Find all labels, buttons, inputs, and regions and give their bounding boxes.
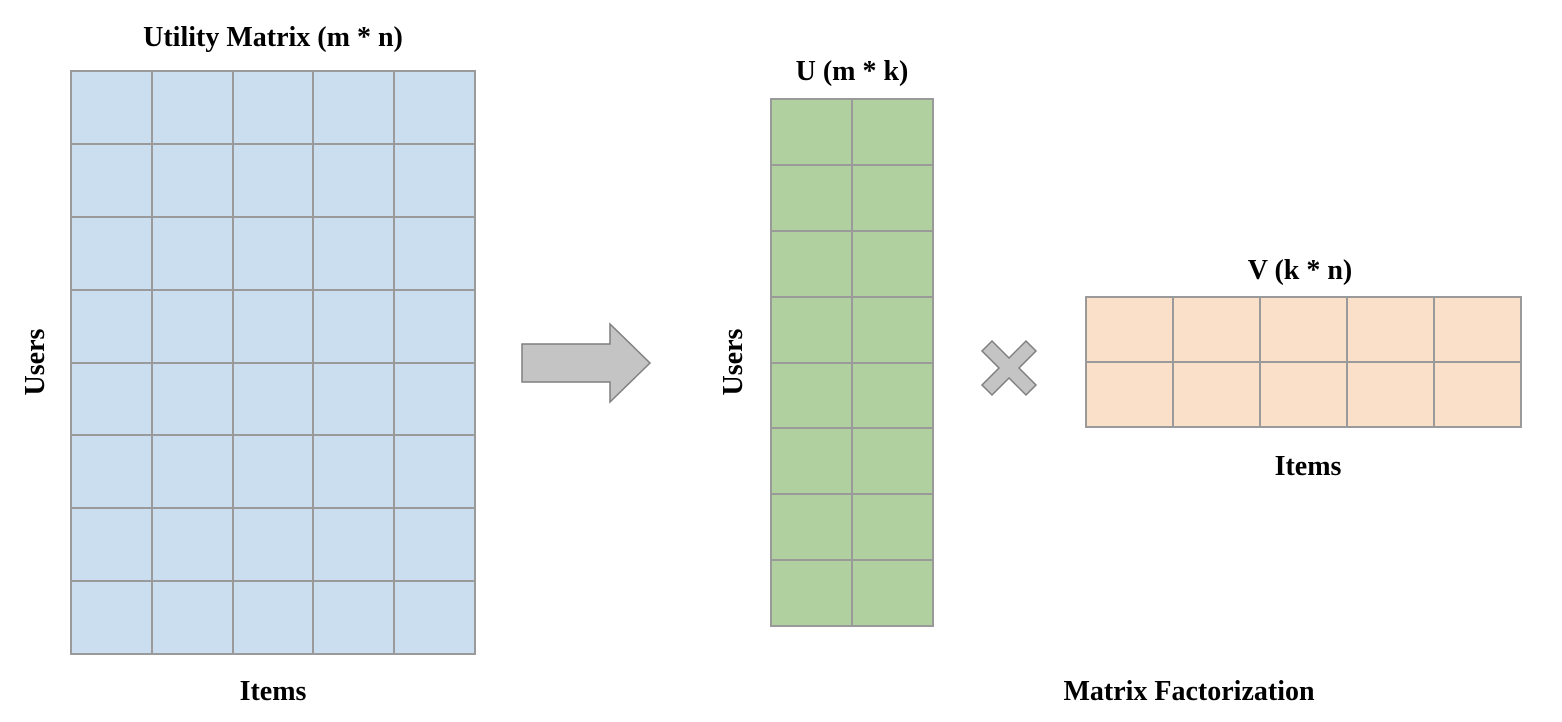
matrix-cell xyxy=(152,144,234,218)
matrix-cell xyxy=(314,290,396,364)
matrix-cell xyxy=(1348,298,1435,363)
v-matrix-items-label: Items xyxy=(1274,451,1342,482)
matrix-cell xyxy=(1261,298,1348,363)
matrix-cell xyxy=(72,436,153,510)
matrix-cell xyxy=(233,217,315,291)
utility-matrix-title: Utility Matrix (m * n) xyxy=(143,22,403,53)
u-matrix-grid xyxy=(770,98,934,627)
matrix-cell xyxy=(772,495,853,562)
matrix-cell xyxy=(853,165,934,232)
matrix-cell xyxy=(772,561,853,627)
matrix-cell xyxy=(72,290,153,364)
matrix-cell xyxy=(152,217,234,291)
matrix-cell xyxy=(853,495,934,562)
matrix-cell xyxy=(772,363,853,430)
utility-matrix-grid xyxy=(70,70,476,655)
matrix-cell xyxy=(152,363,234,437)
matrix-cell xyxy=(72,363,153,437)
matrix-cell xyxy=(1348,363,1435,428)
matrix-cell xyxy=(314,436,396,510)
matrix-cell xyxy=(72,509,153,583)
matrix-cell xyxy=(233,290,315,364)
matrix-cell xyxy=(314,363,396,437)
matrix-cell xyxy=(233,582,315,655)
matrix-cell xyxy=(395,509,476,583)
matrix-cell xyxy=(853,297,934,364)
matrix-cell xyxy=(1174,363,1261,428)
matrix-cell xyxy=(395,144,476,218)
matrix-cell xyxy=(772,165,853,232)
matrix-cell xyxy=(233,72,315,145)
diagram-caption: Matrix Factorization xyxy=(1063,676,1315,707)
matrix-cell xyxy=(853,429,934,496)
u-matrix-title: U (m * k) xyxy=(795,56,909,87)
matrix-cell xyxy=(853,231,934,298)
multiply-icon xyxy=(980,339,1038,397)
matrix-cell xyxy=(314,582,396,655)
matrix-cell xyxy=(233,363,315,437)
matrix-cell xyxy=(152,509,234,583)
matrix-cell xyxy=(1174,298,1261,363)
matrix-cell xyxy=(1435,363,1522,428)
matrix-cell xyxy=(152,290,234,364)
matrix-cell xyxy=(772,297,853,364)
u-matrix-users-label: Users xyxy=(718,328,749,396)
utility-matrix-users-label: Users xyxy=(20,328,51,396)
matrix-cell xyxy=(395,436,476,510)
matrix-cell xyxy=(395,72,476,145)
matrix-cell xyxy=(152,582,234,655)
matrix-cell xyxy=(233,144,315,218)
matrix-cell xyxy=(772,231,853,298)
matrix-cell xyxy=(395,582,476,655)
matrix-cell xyxy=(314,72,396,145)
matrix-cell xyxy=(152,72,234,145)
matrix-cell xyxy=(72,217,153,291)
matrix-cell xyxy=(233,436,315,510)
v-matrix-grid xyxy=(1085,296,1522,428)
matrix-cell xyxy=(314,217,396,291)
matrix-cell xyxy=(395,363,476,437)
matrix-cell xyxy=(395,290,476,364)
matrix-cell xyxy=(314,144,396,218)
matrix-cell xyxy=(1087,363,1174,428)
matrix-cell xyxy=(772,100,853,166)
matrix-cell xyxy=(853,363,934,430)
matrix-cell xyxy=(233,509,315,583)
matrix-cell xyxy=(853,561,934,627)
matrix-cell xyxy=(1087,298,1174,363)
matrix-cell xyxy=(314,509,396,583)
matrix-cell xyxy=(72,582,153,655)
matrix-cell xyxy=(853,100,934,166)
matrix-cell xyxy=(395,217,476,291)
v-matrix-title: V (k * n) xyxy=(1247,255,1353,286)
matrix-cell xyxy=(1261,363,1348,428)
matrix-cell xyxy=(1435,298,1522,363)
matrix-cell xyxy=(152,436,234,510)
matrix-cell xyxy=(72,144,153,218)
utility-matrix-items-label: Items xyxy=(239,676,307,707)
right-arrow-icon xyxy=(521,322,652,404)
matrix-cell xyxy=(772,429,853,496)
matrix-cell xyxy=(72,72,153,145)
